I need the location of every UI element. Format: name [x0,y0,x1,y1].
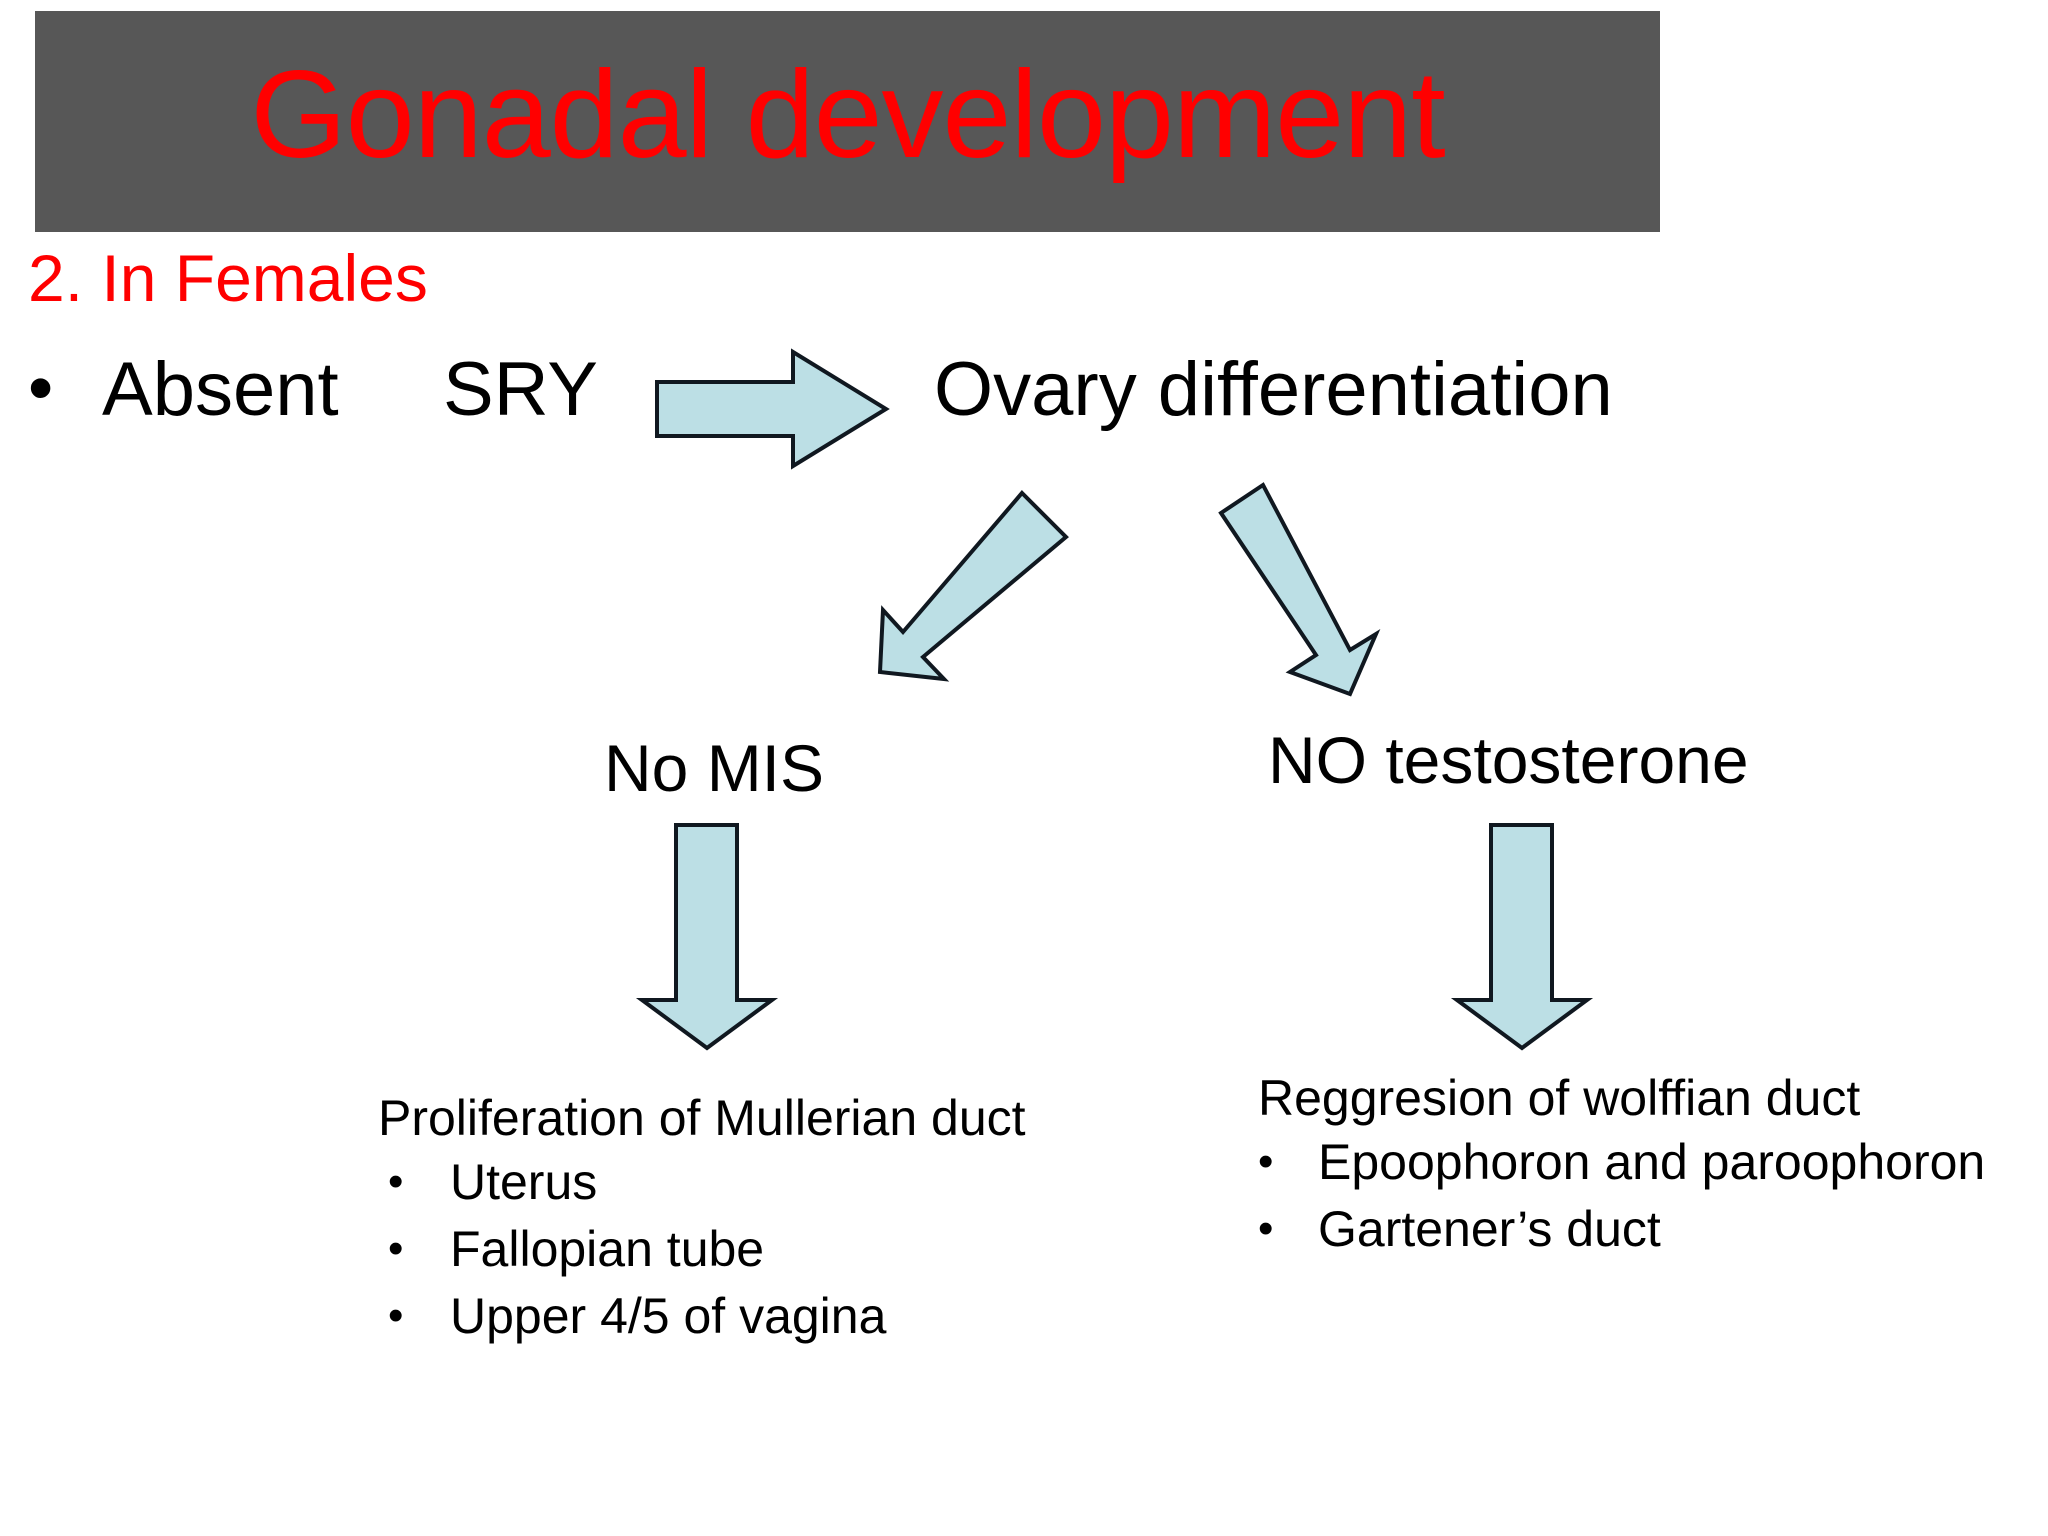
row1-condition-label: Absent [102,347,339,432]
row1-gene-label: SRY [443,347,598,432]
list-item: • Epoophoron and paroophoron [1258,1132,1998,1193]
down-left-arrow-icon [877,490,1069,682]
down-right-arrow-icon [1218,482,1381,697]
bullet-glyph: • [388,1157,404,1206]
right-result-heading: Reggresion of wolffian duct [1258,1070,1861,1126]
left-result-heading: Proliferation of Mullerian duct [378,1090,1026,1146]
bullet-glyph: • [388,1224,404,1273]
bullet-glyph: • [388,1291,404,1340]
list-item-label: Fallopian tube [450,1221,765,1277]
row1-bullet-glyph: • [28,348,54,428]
list-item: • Fallopian tube [378,1219,1208,1280]
down-arrow-icon-right [1450,823,1594,1051]
branch-right-label: NO testosterone [1268,723,1749,797]
right-result-list: • Epoophoron and paroophoron • Gartener’… [1258,1132,1998,1260]
list-item: • Gartener’s duct [1258,1199,1998,1260]
page-title: Gonadal development [250,45,1445,184]
list-item-label: Epoophoron and paroophoron [1318,1134,1986,1190]
row1-outcome-label: Ovary differentiation [934,347,1613,432]
bullet-glyph: • [1258,1204,1274,1253]
list-item-label: Upper 4/5 of vagina [450,1288,887,1344]
branch-left-label: No MIS [604,731,825,805]
left-result-block: Proliferation of Mullerian duct • Uterus… [378,1090,1208,1347]
list-item: • Uterus [378,1152,1208,1213]
list-item-label: Uterus [450,1154,598,1210]
title-bar: Gonadal development [35,11,1660,232]
section-heading: 2. In Females [28,241,428,315]
right-arrow-icon [655,348,890,470]
list-item-label: Gartener’s duct [1318,1201,1661,1257]
right-result-block: Reggresion of wolffian duct • Epoophoron… [1258,1070,1998,1260]
left-result-list: • Uterus • Fallopian tube • Upper 4/5 of… [378,1152,1208,1347]
down-arrow-icon-left [635,823,779,1051]
bullet-glyph: • [1258,1137,1274,1186]
list-item: • Upper 4/5 of vagina [378,1286,1208,1347]
